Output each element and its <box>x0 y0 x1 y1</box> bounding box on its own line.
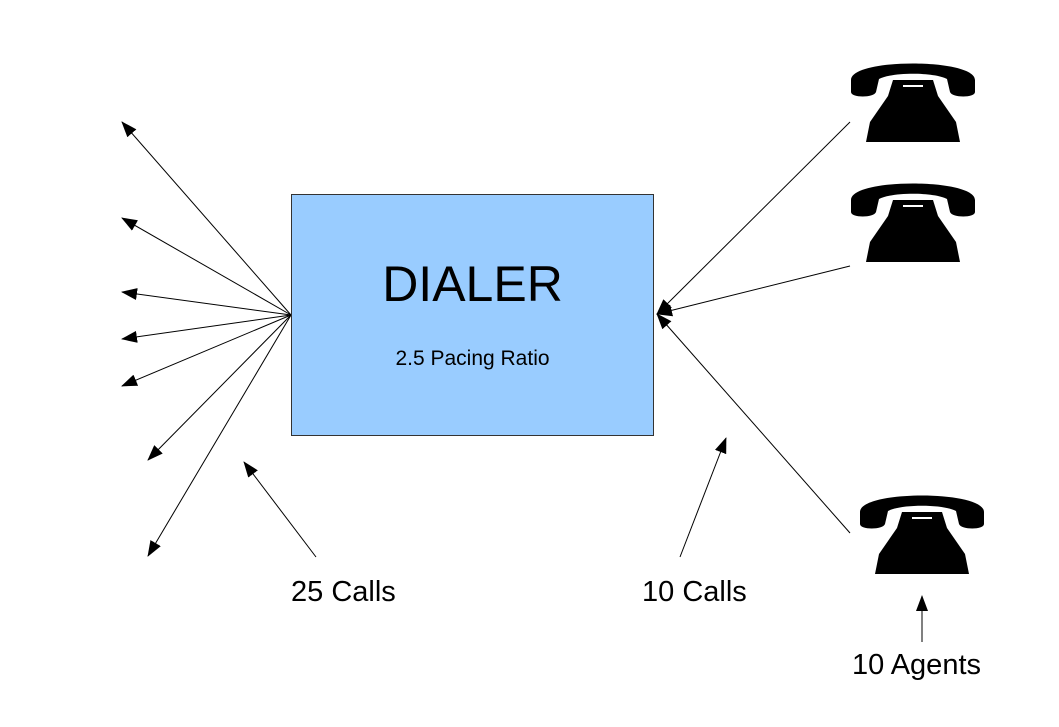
outbound-arrow <box>121 217 292 316</box>
agent-arrow <box>656 265 851 317</box>
telephone-icon <box>860 495 984 574</box>
outbound-calls-pointer <box>243 461 317 558</box>
label-pointers <box>243 437 928 642</box>
agent-arrow <box>656 121 851 315</box>
agents-label: 10 Agents <box>852 649 981 681</box>
outbound-arrow <box>121 314 292 343</box>
dialer-title: DIALER <box>382 256 563 312</box>
agent-calls-label: 10 Calls <box>642 576 747 608</box>
dialer-box: DIALER 2.5 Pacing Ratio <box>291 194 654 436</box>
telephone-icon <box>851 63 975 142</box>
outbound-arrow <box>147 314 292 461</box>
agent-calls-pointer <box>679 437 727 558</box>
outbound-calls-label: 25 Calls <box>291 576 396 608</box>
outbound-arrows <box>121 121 292 557</box>
agent-arrows <box>656 121 851 534</box>
pacing-ratio-label: 2.5 Pacing Ratio <box>395 347 550 370</box>
telephone-icon <box>851 183 975 262</box>
outbound-arrow <box>121 314 292 387</box>
outbound-arrow <box>121 121 292 316</box>
agent-arrow <box>656 313 851 534</box>
outbound-arrow <box>147 314 292 557</box>
outbound-arrow <box>121 288 292 316</box>
